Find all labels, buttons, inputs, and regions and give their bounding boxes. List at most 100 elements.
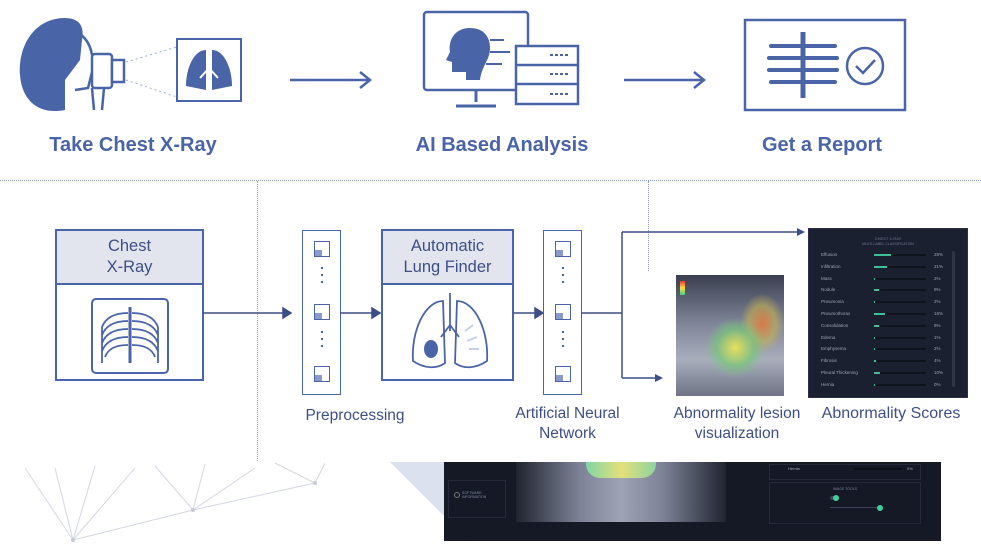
score-value: 21% — [934, 263, 944, 269]
score-track — [874, 313, 926, 315]
arrow-right-icon — [340, 306, 382, 320]
score-track — [874, 289, 926, 292]
ribcage-icon — [91, 298, 169, 374]
score-value: 10% — [934, 370, 944, 375]
score-name: Pneumothorax — [821, 311, 851, 316]
score-name: Edema — [821, 334, 836, 340]
score-row: Pneumothorax 18% — [821, 309, 951, 319]
branch-arrows — [581, 228, 805, 382]
score-row: Nodule 9% — [821, 285, 951, 295]
score-track — [874, 254, 926, 256]
lung-finder-title: Automatic Lung Finder — [383, 231, 512, 285]
arrow-right-icon — [513, 306, 545, 320]
scores-title: CHEST X-RAY — [874, 236, 902, 241]
score-bar — [874, 348, 876, 351]
score-row: Pleural Thickening 10% — [821, 368, 951, 378]
score-bar — [874, 383, 875, 386]
score-row: Effusion 28% — [821, 250, 951, 260]
abnormality-scores-panel: CHEST X-RAY MULTI-LABEL CLASSIFICATION E… — [808, 228, 968, 398]
preprocessing-column — [302, 230, 341, 395]
score-track — [874, 301, 926, 304]
network-lines-decoration — [25, 462, 325, 542]
score-value: 4% — [934, 358, 941, 364]
app-screenshot-panel: SOFTWARE INFORMATION Hernia 0% IMAGE TOO… — [444, 462, 941, 541]
lung-finder-box: Automatic Lung Finder — [381, 229, 514, 381]
lungs-icon — [176, 38, 242, 102]
chest-xray-box: Chest X-Ray — [55, 229, 204, 381]
score-bar — [874, 301, 876, 304]
ann-column — [543, 230, 582, 395]
score-bar — [874, 336, 875, 339]
score-name: Consolidation — [821, 322, 849, 328]
score-row: Fibrosis 4% — [821, 356, 951, 366]
stage-label-ai: AI Based Analysis — [415, 134, 589, 156]
score-value: 2% — [934, 299, 941, 305]
divider-vertical — [648, 181, 649, 271]
stage-label-report: Get a Report — [761, 134, 883, 156]
chest-xray-title: Chest X-Ray — [57, 231, 202, 285]
arrow-right-icon — [203, 306, 293, 320]
report-check-icon — [743, 18, 907, 112]
score-track — [874, 265, 926, 268]
software-info-label[interactable]: SOFTWARE INFORMATION — [462, 491, 487, 499]
score-bar — [874, 372, 880, 374]
ai-monitor-icon — [422, 10, 580, 108]
score-track — [874, 324, 926, 327]
lungs-outline-icon — [411, 293, 489, 369]
preprocessing-label: Preprocessing — [305, 407, 405, 424]
score-track — [874, 372, 926, 374]
visualization-label: Abnormality lesion visualization — [673, 405, 801, 442]
score-name: Mass — [821, 275, 832, 281]
score-track — [874, 348, 926, 351]
score-bar — [874, 360, 877, 363]
score-row: Edema 1% — [821, 333, 951, 343]
score-track — [874, 336, 926, 339]
arrow-right-icon — [624, 71, 707, 89]
scores-label: Abnormality Scores — [821, 405, 961, 422]
score-bar — [874, 254, 891, 256]
arrow-right-icon — [290, 71, 373, 89]
score-value: 1% — [934, 334, 941, 340]
score-track — [874, 383, 926, 386]
score-track — [874, 360, 926, 363]
score-name: Infiltration — [821, 263, 841, 269]
info-icon — [454, 492, 460, 498]
scrollbar[interactable] — [952, 251, 955, 387]
score-value: 18% — [934, 311, 944, 316]
score-row: Hernia 0% — [821, 380, 951, 390]
score-name: Effusion — [821, 252, 838, 257]
score-name: Nodule — [821, 287, 836, 293]
score-bar — [874, 265, 887, 268]
score-value: 2% — [934, 346, 941, 352]
score-value: 9% — [934, 287, 941, 293]
stage-label-xray: Take Chest X-Ray — [49, 134, 217, 156]
score-row: Pneumonia 2% — [821, 297, 951, 307]
hernia-label: Hernia — [788, 466, 800, 471]
divider-vertical — [257, 181, 258, 461]
score-value: 8% — [934, 322, 941, 328]
score-value: 2% — [934, 275, 941, 281]
score-name: Hernia — [821, 381, 835, 387]
divider-horizontal — [0, 180, 981, 181]
score-name: Fibrosis — [821, 358, 837, 364]
xray-image — [516, 462, 726, 522]
slider[interactable] — [830, 504, 883, 511]
score-bar — [874, 313, 885, 315]
score-value: 28% — [934, 252, 944, 257]
score-bar — [874, 289, 880, 292]
score-bar — [874, 324, 879, 327]
ann-label: Artificial Neural Network — [515, 405, 620, 442]
toggle[interactable] — [830, 495, 839, 501]
person-camera-icon — [19, 18, 181, 112]
score-name: Pneumonia — [821, 299, 844, 305]
score-row: Emphysema 2% — [821, 344, 951, 354]
score-name: Emphysema — [821, 346, 847, 352]
score-value: 0% — [934, 381, 941, 387]
image-tools-section: IMAGE TOOLS — [769, 482, 921, 524]
score-row: Mass 2% — [821, 274, 951, 284]
score-track — [874, 277, 926, 280]
score-name: Pleural Thickening — [821, 370, 858, 375]
score-bar — [874, 277, 876, 280]
score-row: Infiltration 21% — [821, 262, 951, 272]
